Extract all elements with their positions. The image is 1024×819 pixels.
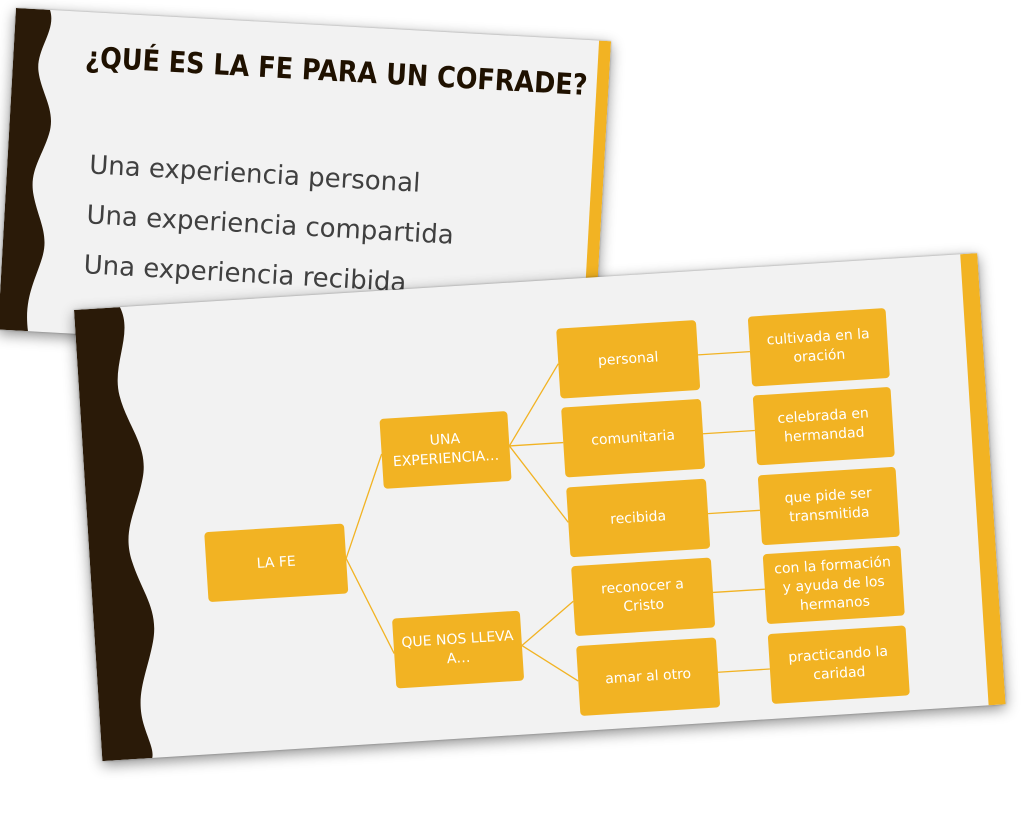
node-pide-transmitida: que pide ser transmitida (757, 466, 900, 546)
node-root: LA FE (204, 523, 349, 603)
connector-line (508, 445, 569, 523)
node-practicando-caridad: practicando la caridad (767, 625, 910, 704)
connector-line (508, 363, 559, 447)
node-reconocer-cristo: reconocer a Cristo (571, 557, 716, 637)
slide-1: ¿QUÉ ES LA FE PARA UN COFRADE? Una exper… (0, 8, 612, 363)
node-branch-nos-lleva: QUE NOS LLEVA A… (392, 610, 525, 689)
node-branch-experiencia: UNA EXPERIENCIA… (379, 410, 512, 489)
node-formacion-hermanos: con la formación y ayuda de los hermanos (762, 545, 905, 625)
diagram-connectors (345, 350, 770, 682)
connector-line (521, 644, 579, 682)
wavy-left-border (74, 307, 155, 762)
node-celebrada-hermandad: celebrada en hermandad (752, 386, 895, 466)
node-personal: personal (556, 319, 701, 399)
bullet-list: Una experiencia personal Una experiencia… (82, 140, 458, 310)
connector-line (698, 350, 750, 356)
connector-line (345, 558, 395, 654)
node-cultivada-oracion: cultivada en la oración (747, 308, 890, 387)
node-comunitaria: comunitaria (561, 398, 706, 478)
connector-line (345, 453, 383, 559)
connector-line (707, 509, 760, 515)
connector-line (717, 668, 770, 673)
wavy-left-border (0, 8, 52, 332)
connector-line (712, 588, 765, 594)
connector-line (702, 429, 755, 435)
node-recibida: recibida (566, 478, 711, 558)
connector-line (509, 441, 564, 447)
slide-title: ¿QUÉ ES LA FE PARA UN COFRADE? (84, 39, 589, 102)
connector-line (521, 600, 574, 647)
slide-2: LA FE UNA EXPERIENCIA… QUE NOS LLEVA A… … (74, 253, 1006, 762)
node-amar-otro: amar al otro (576, 637, 721, 716)
